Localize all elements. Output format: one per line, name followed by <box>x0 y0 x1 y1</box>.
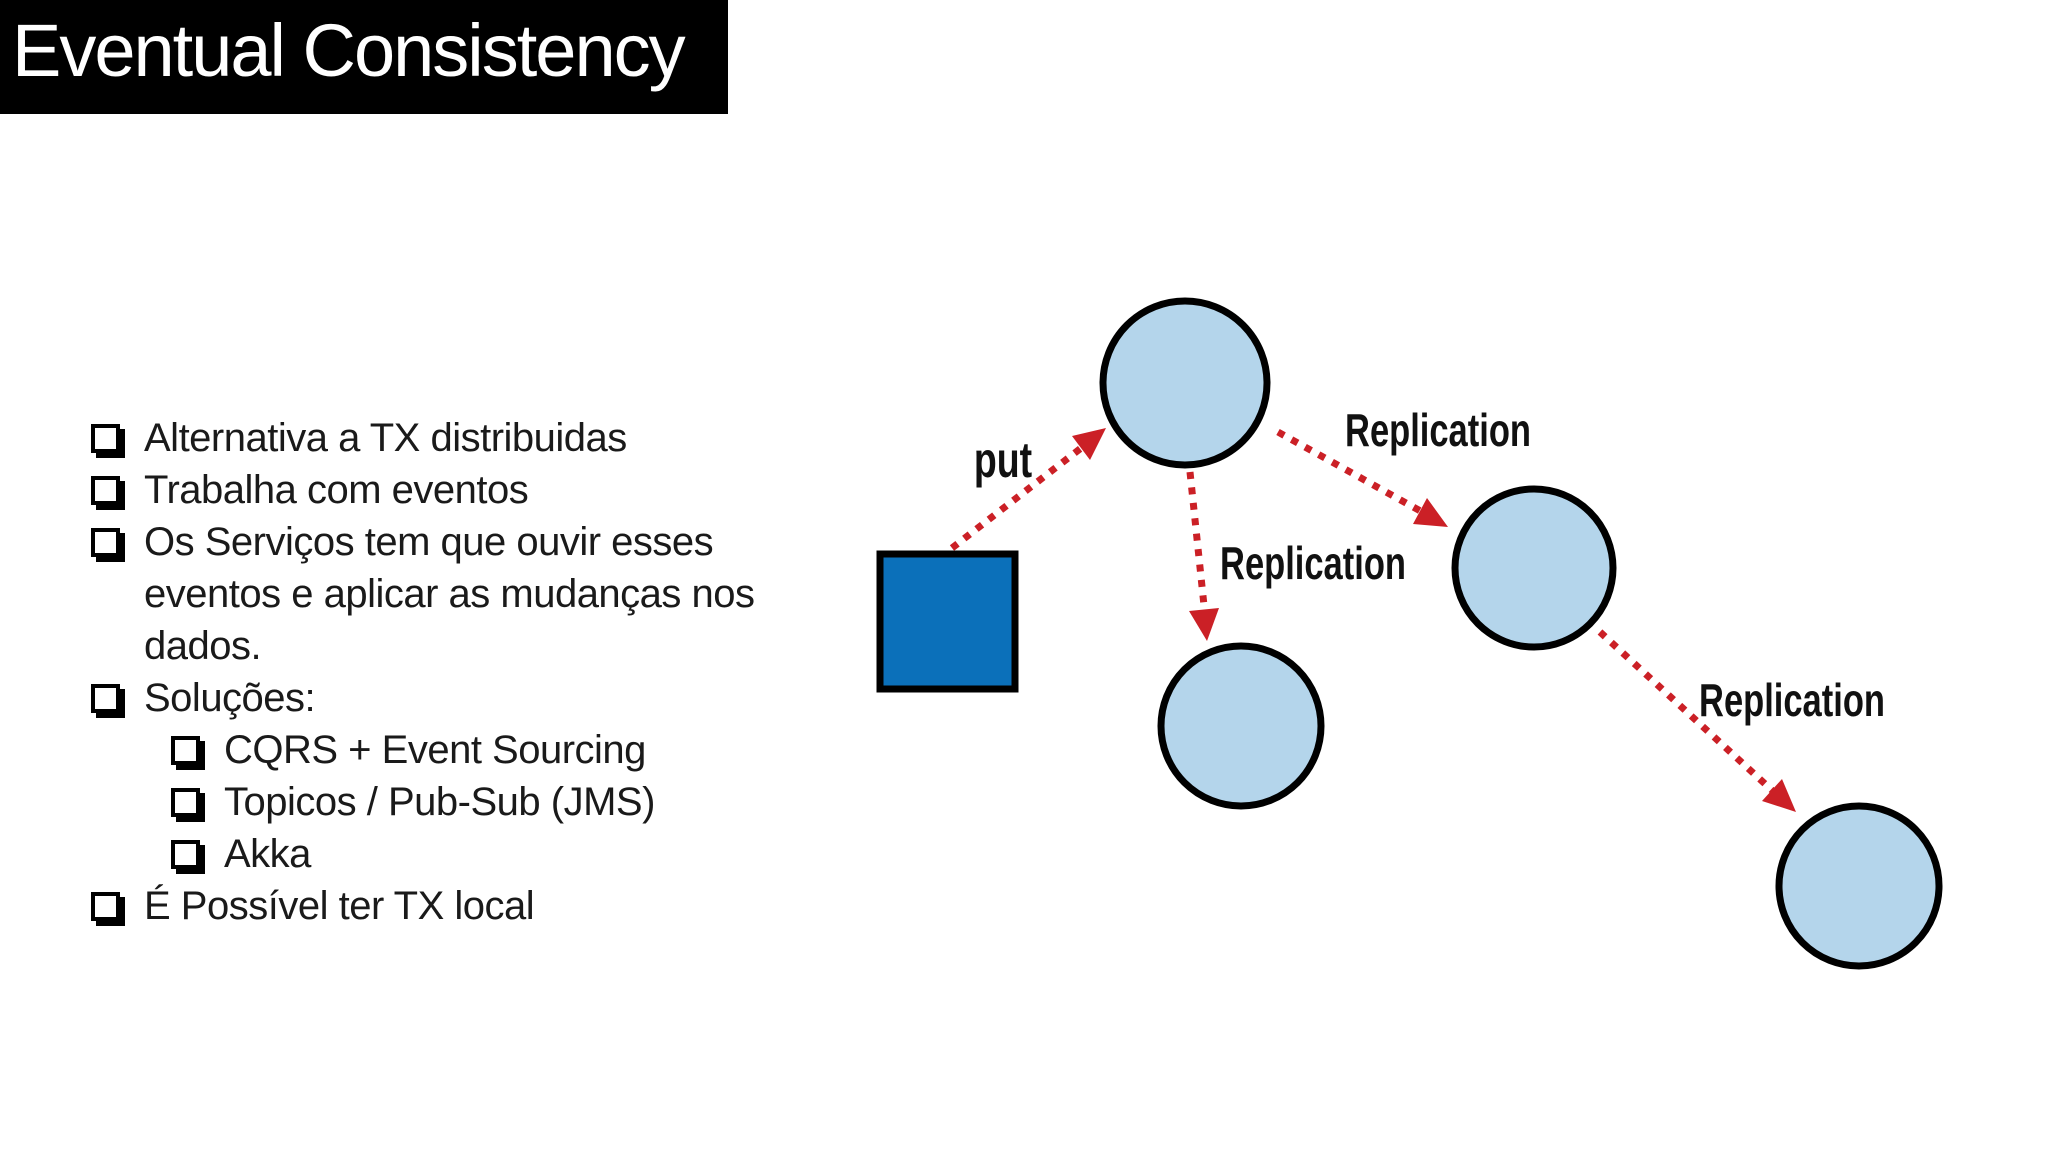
checkbox-bullet-icon <box>91 892 120 921</box>
arrow-head-icon <box>1189 608 1219 641</box>
put-label: put <box>973 432 1033 488</box>
arrow-head-icon <box>1072 428 1106 460</box>
list-item: Soluções: <box>90 672 769 724</box>
replication-label-top: Replication <box>1345 404 1531 456</box>
client-node <box>876 550 1019 693</box>
list-item-label: Topicos / Pub-Sub (JMS) <box>224 780 655 824</box>
replication-arrow-top <box>1276 428 1448 527</box>
replica-node-top <box>1099 297 1271 469</box>
list-item-label: Akka <box>224 832 311 876</box>
arrow-head-icon <box>1762 779 1796 812</box>
checkbox-bullet-icon <box>91 424 120 453</box>
replica-node-bottom-middle <box>1157 642 1325 810</box>
list-item-label: É Possível ter TX local <box>144 884 535 928</box>
replication-label-bottom: Replication <box>1699 674 1885 726</box>
checkbox-bullet-icon <box>91 476 120 505</box>
list-item-label: Soluções: <box>144 676 316 720</box>
list-item: É Possível ter TX local <box>90 880 769 932</box>
replication-label-middle: Replication <box>1220 537 1406 589</box>
arrow-head-icon <box>1413 498 1448 527</box>
arrow-dotted-line <box>1276 428 1426 517</box>
list-item-label: Os Serviços tem que ouvir esses eventos … <box>144 520 755 668</box>
list-item: CQRS + Event Sourcing <box>170 724 769 776</box>
checkbox-bullet-icon <box>91 528 120 557</box>
replica-node-right <box>1451 485 1617 651</box>
arrow-dotted-line <box>1186 471 1209 616</box>
list-item: Trabalha com eventos <box>90 464 769 516</box>
list-item-label: CQRS + Event Sourcing <box>224 728 646 772</box>
title-bar: Eventual Consistency <box>0 0 728 114</box>
page-title: Eventual Consistency <box>12 8 686 92</box>
checkbox-bullet-icon <box>171 788 200 817</box>
list-item-label: Alternativa a TX distribuidas <box>144 416 627 460</box>
list-item: Os Serviços tem que ouvir esses eventos … <box>90 516 769 672</box>
checkbox-bullet-icon <box>91 684 120 713</box>
checkbox-bullet-icon <box>171 840 200 869</box>
put-arrow <box>949 428 1106 551</box>
list-item: Akka <box>170 828 769 880</box>
checkbox-bullet-icon <box>171 736 200 765</box>
replication-arrow-middle <box>1186 471 1219 641</box>
list-item-label: Trabalha com eventos <box>144 468 529 512</box>
arrow-dotted-line <box>949 442 1088 551</box>
list-item: Topicos / Pub-Sub (JMS) <box>170 776 769 828</box>
list-item: Alternativa a TX distribuidas <box>90 412 769 464</box>
replication-arrow-bottom <box>1597 629 1796 812</box>
replica-node-bottom-right <box>1775 802 1943 970</box>
